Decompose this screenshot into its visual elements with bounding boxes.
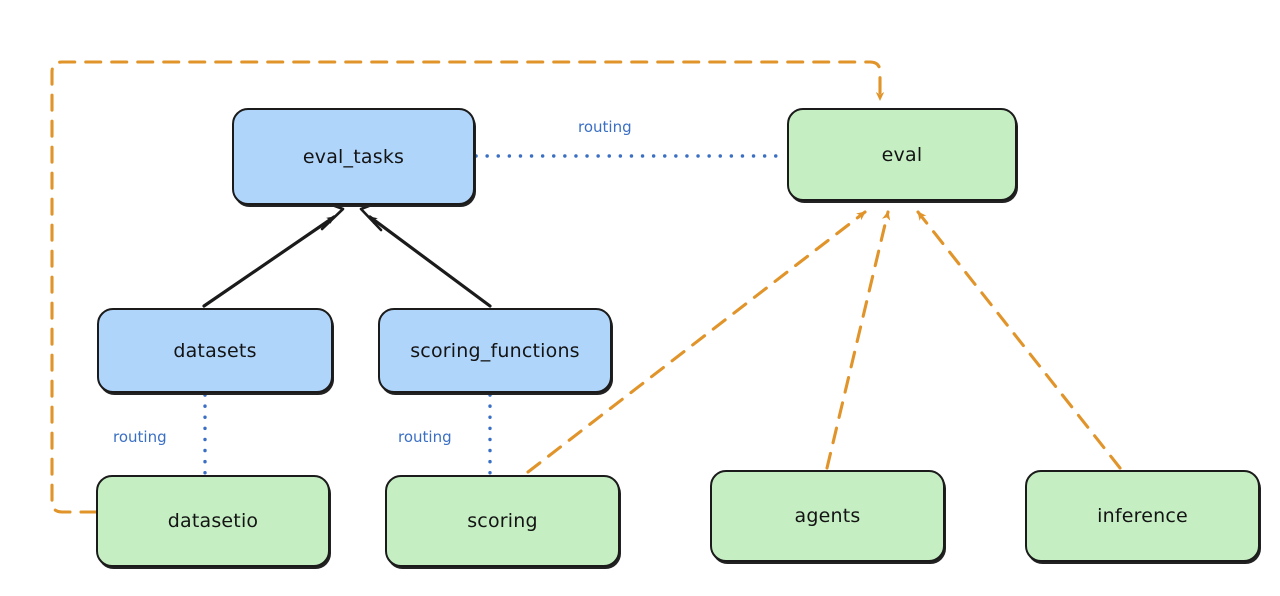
node-label-datasetio: datasetio: [167, 510, 259, 532]
node-label-agents: agents: [794, 505, 861, 527]
node-scoring_functions[interactable]: scoring_functions: [378, 308, 612, 393]
edge-datasets-to-eval_tasks: [202, 215, 336, 308]
edge-label-routing-scoring: routing: [398, 428, 452, 446]
node-label-inference: inference: [1097, 505, 1188, 527]
node-scoring[interactable]: scoring: [385, 475, 620, 567]
edge-inference-to-eval: [916, 210, 1122, 470]
node-label-scoring: scoring: [467, 510, 538, 532]
node-datasets[interactable]: datasets: [97, 308, 333, 393]
edge-datasetio-to-eval: [50, 60, 885, 514]
node-eval[interactable]: eval: [787, 108, 1017, 201]
node-datasetio[interactable]: datasetio: [96, 475, 330, 567]
edge-label-routing-eval: routing: [578, 118, 632, 136]
edge-label-routing-datasets: routing: [113, 428, 167, 446]
node-label-scoring_functions: scoring_functions: [410, 339, 580, 362]
node-inference[interactable]: inference: [1025, 470, 1260, 562]
node-agents[interactable]: agents: [710, 470, 945, 562]
edge-scoring-to-eval: [526, 210, 867, 474]
node-eval_tasks[interactable]: eval_tasks: [232, 108, 475, 205]
node-label-eval_tasks: eval_tasks: [302, 145, 405, 168]
node-label-datasets: datasets: [173, 339, 257, 362]
edge-scoring_functions-to-eval_tasks: [368, 215, 492, 308]
node-label-eval: eval: [881, 143, 923, 166]
edge-agents-to-eval: [825, 210, 891, 470]
